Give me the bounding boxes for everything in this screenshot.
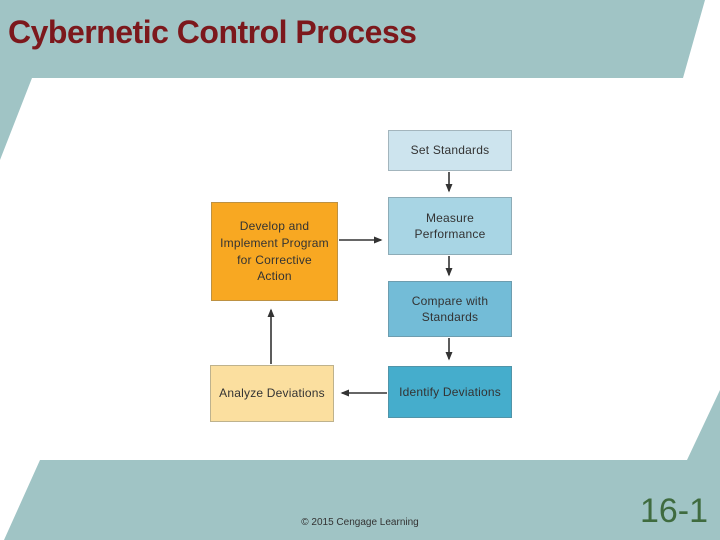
flow-box-label: Develop and Implement Program for Correc… <box>220 218 329 284</box>
flow-box-set-standards: Set Standards <box>388 130 512 171</box>
flow-box-label: Analyze Deviations <box>219 386 325 401</box>
flow-box-analyze-deviations: Analyze Deviations <box>210 365 334 422</box>
page-title: Cybernetic Control Process <box>8 14 417 50</box>
flow-box-identify-deviations: Identify Deviations <box>388 366 512 418</box>
bottom-teal-band <box>4 390 720 540</box>
flow-box-develop-implement-program: Develop and Implement Program for Correc… <box>211 202 338 301</box>
flow-box-compare-with-standards: Compare with Standards <box>388 281 512 337</box>
page-number: 16-1 <box>639 492 708 530</box>
top-teal-band <box>0 0 705 160</box>
flow-box-label: Compare with Standards <box>411 293 489 324</box>
flow-box-label: Measure Performance <box>414 210 486 241</box>
flow-box-measure-performance: Measure Performance <box>388 197 512 255</box>
flow-box-label: Set Standards <box>410 143 490 158</box>
copyright-text: © 2015 Cengage Learning <box>301 517 419 528</box>
flow-box-label: Identify Deviations <box>399 384 501 399</box>
